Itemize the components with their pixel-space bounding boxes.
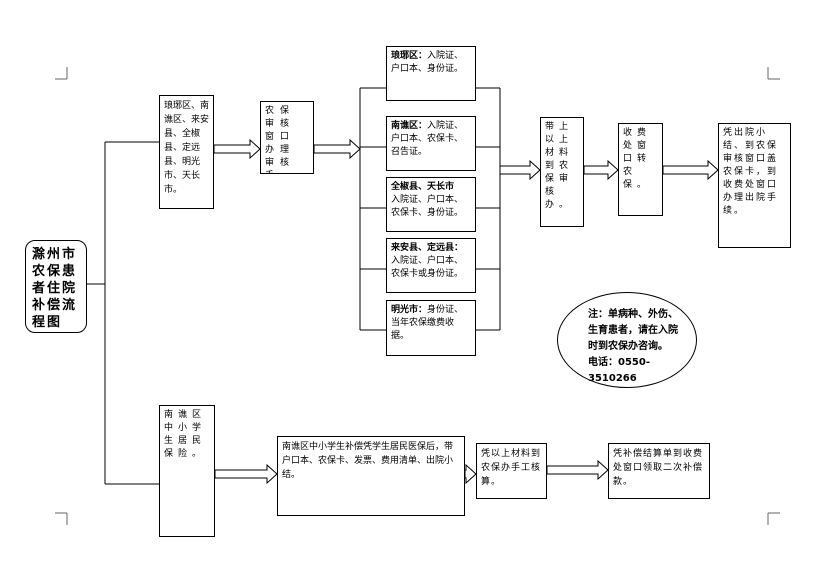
student-step2-text: 凭以上材料到农保办手工核算。 bbox=[481, 449, 542, 487]
arrow-cashier-to-discharge bbox=[662, 159, 719, 181]
discharge-box: 凭出院小结、到农保审核窗口盖农保卡，到收费处窗口办理出院手续。 bbox=[718, 123, 791, 248]
arrow-step2-to-step3 bbox=[546, 459, 609, 481]
arrow-review-to-materials bbox=[313, 138, 361, 160]
flow-title-text: 滁州市农保患者住院补偿流程图 bbox=[32, 247, 78, 330]
materials-item-quanjiao-tianchang: 全椒县、天长市入院证、户口本、农保卡、身份证。 bbox=[386, 177, 476, 232]
note-line: 时到农保办咨询。 bbox=[588, 341, 668, 352]
materials-item-nanqiao: 南谯区：入院证、户口本、农保卡、召告证。 bbox=[386, 116, 476, 171]
note-phone: 电话：0550-3510266 bbox=[588, 357, 650, 384]
student-step3-box: 凭补偿结算单到收费处窗口领取二次补偿款。 bbox=[608, 443, 710, 499]
discharge-text: 凭出院小结、到农保审核窗口盖农保卡，到收费处窗口办理出院手续。 bbox=[723, 128, 779, 216]
materials-area: 南谯区： bbox=[391, 121, 428, 131]
arrow-step1-to-step2 bbox=[464, 463, 477, 485]
materials-docs: 身份证、当年农保缴费收据。 bbox=[391, 305, 464, 341]
student-step1-box: 南谯区中小学生补偿凭学生居民医保后，带户口本、农保卡、发票、费用清单、出院小结。 bbox=[277, 436, 465, 516]
materials-area: 来安县、定远县： bbox=[391, 243, 464, 253]
review-box: 农保审核窗口办理审核手续。 bbox=[260, 101, 314, 174]
regions-box: 琅琊区、南谯区、来安县、全椒县、定远县、明光市、天长市。 bbox=[159, 95, 214, 209]
materials-area: 全椒县、天长市 bbox=[391, 182, 455, 192]
student-step1-text: 南谯区中小学生补偿凭学生居民医保后，带户口本、农保卡、发票、费用清单、出院小结。 bbox=[282, 442, 454, 480]
note-text: 注：单病种、外伤、 生育患者，请在入院 时到农保办咨询。 电话：0550-351… bbox=[588, 307, 698, 387]
cashier-text: 收费处窗口转农保。 bbox=[623, 128, 652, 190]
flow-title: 滁州市农保患者住院补偿流程图 bbox=[25, 240, 87, 333]
bring-box: 带上以上材料到农保审核办。 bbox=[540, 117, 584, 227]
crop-marks bbox=[55, 67, 780, 525]
student-group-text: 南谯区中小学生居民保险。 bbox=[164, 410, 207, 459]
materials-docs: 入院证、户口本、农保卡或身份证。 bbox=[391, 256, 464, 279]
arrow-materials-to-bring bbox=[499, 159, 541, 181]
review-text: 农保审核窗口办理审核手续。 bbox=[265, 106, 296, 173]
materials-area: 琅琊区： bbox=[391, 51, 428, 61]
materials-docs: 入院证、户口本、农保卡、召告证。 bbox=[391, 121, 464, 157]
regions-text: 琅琊区、南谯区、来安县、全椒县、定远县、明光市、天长市。 bbox=[164, 101, 210, 195]
note-line: 生育患者，请在入院 bbox=[588, 325, 678, 336]
materials-item-langya: 琅琊区：入院证、户口本、身份证。 bbox=[386, 46, 476, 101]
student-step3-text: 凭补偿结算单到收费处窗口领取二次补偿款。 bbox=[613, 449, 704, 487]
student-step2-box: 凭以上材料到农保办手工核算。 bbox=[476, 443, 547, 499]
arrow-bring-to-cashier bbox=[583, 159, 619, 181]
materials-area: 明光市： bbox=[391, 305, 428, 315]
note-line: 注：单病种、外伤、 bbox=[588, 309, 678, 320]
materials-item-laian-dingyuan: 来安县、定远县： 入院证、户口本、农保卡或身份证。 bbox=[386, 238, 476, 293]
materials-docs: 入院证、户口本、身份证。 bbox=[391, 51, 464, 74]
bring-text: 带上以上材料到农保审核办。 bbox=[545, 122, 574, 210]
cashier-box: 收费处窗口转农保。 bbox=[618, 123, 663, 216]
materials-item-mingguang: 明光市：身份证、当年农保缴费收据。 bbox=[386, 300, 476, 356]
student-group-box: 南谯区中小学生居民保险。 bbox=[159, 405, 215, 537]
materials-docs: 入院证、户口本、农保卡、身份证。 bbox=[391, 195, 464, 218]
arrow-student-to-step1 bbox=[214, 463, 278, 485]
arrow-regions-to-review bbox=[213, 138, 261, 160]
note-ellipse bbox=[557, 292, 697, 388]
